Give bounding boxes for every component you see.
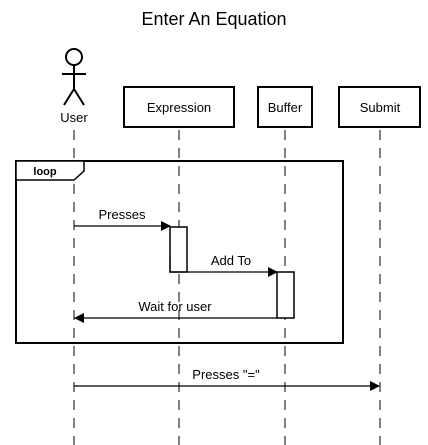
loop-label: loop (33, 166, 56, 178)
message-arrow-add-to (169, 256, 278, 277)
participant-label-expression: Expression (147, 100, 211, 115)
message-label-wait-for-user: Wait for user (138, 299, 212, 314)
message-label-presses-equals: Presses "=" (192, 367, 260, 382)
actor-label-user: User (60, 110, 88, 125)
activation-expression (169, 226, 188, 273)
user-actor-icon (62, 48, 86, 106)
loop-fragment-tab (15, 160, 85, 181)
participant-expression: Expression (123, 86, 235, 128)
loop-fragment (15, 160, 344, 344)
diagram-title: Enter An Equation (141, 9, 286, 29)
participant-buffer: Buffer (257, 86, 313, 128)
participant-label-buffer: Buffer (268, 100, 303, 115)
message-label-presses: Presses (99, 207, 146, 222)
message-label-add-to: Add To (211, 253, 251, 268)
participant-submit: Submit (338, 86, 421, 128)
activation-buffer (276, 271, 295, 319)
participant-label-submit: Submit (360, 100, 401, 115)
